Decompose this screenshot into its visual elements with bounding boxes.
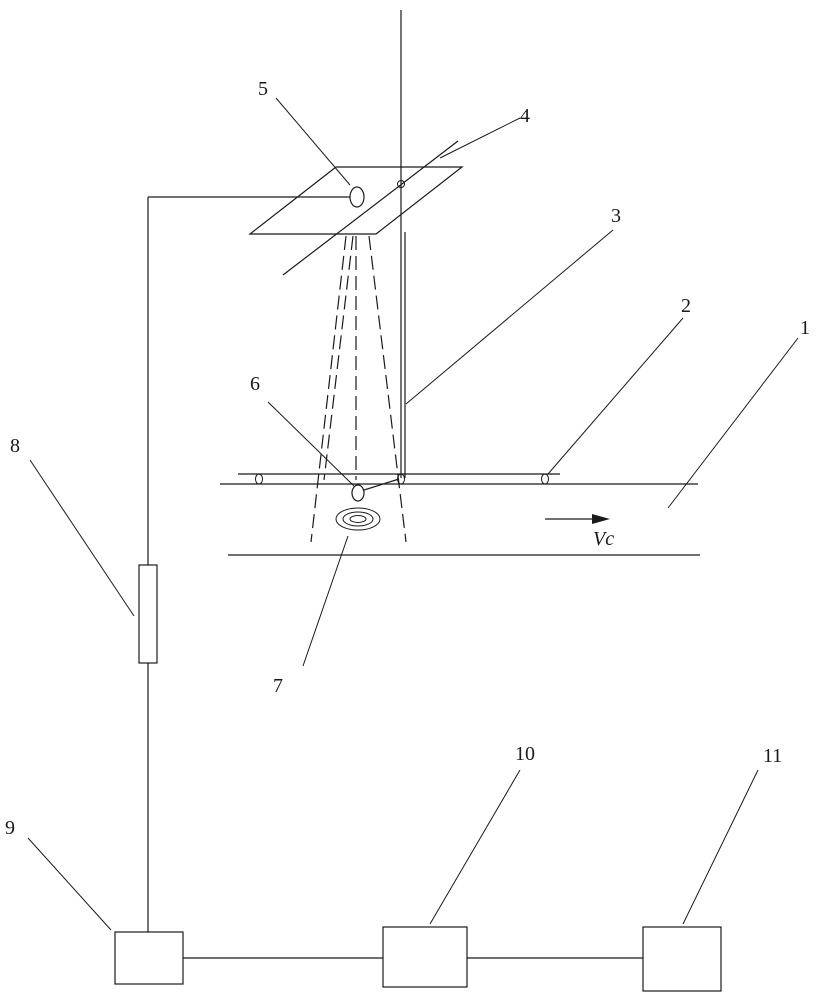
beam-left-inner: [323, 235, 354, 481]
label-11: 11: [763, 745, 782, 767]
leader-8: [29, 459, 135, 617]
label-3: 3: [611, 205, 621, 227]
ripple-inner: [349, 515, 367, 523]
float-tether: [363, 478, 400, 491]
pivot-circle: [397, 180, 405, 188]
leader-4: [439, 117, 521, 159]
label-9: 9: [5, 817, 15, 839]
ripple-outer: [335, 507, 381, 531]
sensor-plate: [248, 166, 464, 235]
float-buoy: [351, 484, 365, 502]
camera-sensor: [349, 186, 365, 208]
label-10: 10: [515, 743, 535, 765]
box-9: [114, 931, 184, 985]
box-10: [382, 926, 468, 988]
leader-10: [429, 769, 521, 925]
guide-node-left: [255, 473, 263, 485]
leader-7: [302, 535, 349, 667]
leader-6: [267, 401, 355, 487]
label-7: 7: [273, 675, 283, 697]
label-5: 5: [258, 78, 268, 100]
ripple-middle: [342, 511, 374, 527]
leader-11: [682, 769, 759, 925]
leader-1: [667, 337, 799, 509]
label-6: 6: [250, 373, 260, 395]
slanted-rod: [282, 140, 459, 276]
box-11: [642, 926, 722, 992]
label-4: 4: [520, 105, 530, 127]
inline-module: [138, 564, 158, 664]
label-1: 1: [800, 317, 810, 339]
velocity-label: Vc: [593, 528, 614, 550]
label-8: 8: [10, 435, 20, 457]
beam-right: [368, 235, 407, 543]
leader-5: [275, 97, 351, 186]
leader-2: [547, 317, 684, 475]
leader-3: [405, 229, 614, 405]
guide-node-right: [541, 473, 549, 485]
label-2: 2: [681, 295, 691, 317]
beam-left-outer: [310, 235, 347, 543]
leader-9: [27, 837, 112, 931]
velocity-arrow-head: [592, 514, 610, 524]
